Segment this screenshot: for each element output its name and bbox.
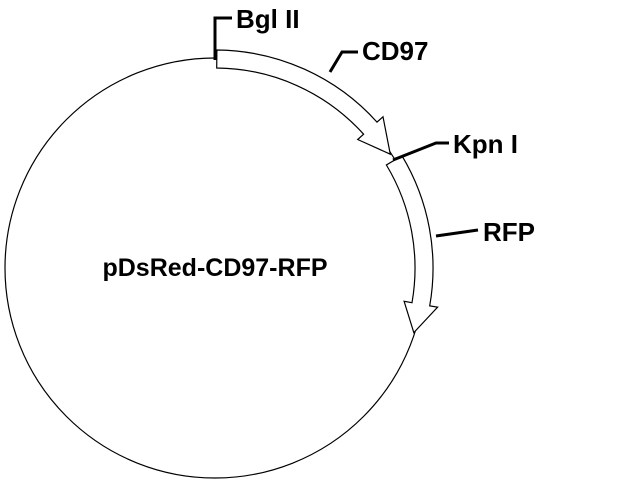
rfp-leader-line — [435, 228, 479, 238]
kpn-i-label: Kpn I — [453, 129, 518, 159]
bgl-ii-site-marker — [213, 16, 232, 60]
bgl-ii-label: Bgl II — [236, 4, 300, 34]
plasmid-name-label: pDsRed-CD97-RFP — [102, 254, 327, 282]
rfp-feature-arrow — [385, 154, 439, 334]
cd97-label: CD97 — [362, 36, 428, 66]
cd97-feature-arrow — [216, 49, 392, 156]
rfp-label: RFP — [483, 217, 535, 247]
kpn-i-site-marker — [392, 141, 449, 162]
cd97-leader-line — [328, 50, 358, 73]
